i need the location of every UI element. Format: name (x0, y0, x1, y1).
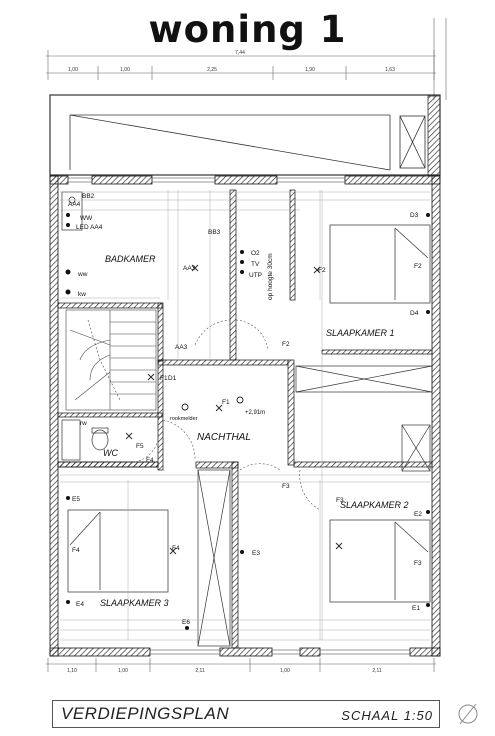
label-aa4: AA4 (68, 201, 81, 208)
label-f2b: F2 (282, 341, 290, 348)
label-aa3a: AA3 (183, 265, 196, 272)
dim-bottom-1: 1,00 (118, 668, 128, 674)
label-aa3b: AA3 (175, 344, 188, 351)
label-e2: E2 (414, 511, 422, 518)
dim-top-1: 1,00 (120, 67, 130, 73)
label-rookmelder: rookmelder (170, 416, 198, 422)
label-f4a: F4 (172, 545, 180, 552)
label-rw: rw (80, 420, 87, 427)
bottom-dimension-lines (46, 658, 436, 672)
dim-bottom-0: 1,10 (67, 668, 77, 674)
label-led-aa4: LED AA4 (76, 224, 103, 231)
dim-top-2: 2,25 (207, 67, 217, 73)
roof-terrace (49, 94, 441, 177)
dim-top-3: 1,90 (305, 67, 315, 73)
label-f1a: F1 (160, 375, 168, 382)
label-kw: kw (78, 291, 86, 298)
label-e3: E3 (252, 550, 260, 557)
label-bb3: BB3 (208, 229, 221, 236)
label-f2a: F2 (318, 267, 326, 274)
label-f2c: F2 (414, 263, 422, 270)
label-height: +2,91m (245, 410, 265, 416)
label-e5: E5 (72, 496, 80, 503)
room-slaapkamer-2: SLAAPKAMER 2 (340, 500, 409, 510)
label-f3c: F3 (414, 560, 422, 567)
label-ww1: WW (80, 215, 93, 222)
label-e1: E1 (412, 605, 420, 612)
top-dimension-lines (46, 18, 447, 100)
room-nachthal: NACHTHAL (197, 432, 251, 443)
label-tv: TV (251, 261, 260, 268)
label-d4: D4 (410, 310, 419, 317)
label-d1: D1 (168, 375, 177, 382)
label-d3: D3 (410, 212, 419, 219)
plan-name: VERDIEPINGSPLAN (61, 704, 230, 723)
room-wc: WC (103, 448, 118, 458)
dim-bottom-2: 2,11 (195, 668, 205, 674)
label-f4c: F4 (146, 457, 154, 464)
dim-bottom-3: 1,00 (280, 668, 290, 674)
page-title: woning 1 (148, 8, 347, 51)
label-op-hoogte: op hoogte 30cm (267, 253, 274, 300)
label-f5: F5 (136, 443, 144, 450)
label-f1b: F1 (222, 399, 230, 406)
dim-top-4: 1,63 (385, 67, 395, 73)
label-e4: E4 (76, 601, 84, 608)
room-badkamer: BADKAMER (105, 254, 156, 264)
title-block: VERDIEPINGSPLAN SCHAAL 1:50 (52, 700, 440, 728)
label-bb2: BB2 (82, 193, 95, 200)
interior-walls (57, 189, 433, 649)
interior-dimension-lines (60, 190, 430, 641)
room-slaapkamer-1: SLAAPKAMER 1 (326, 328, 395, 338)
dim-top-total: 7,44 (235, 50, 245, 56)
sockets (65, 213, 430, 630)
dim-bottom-4: 2,11 (372, 668, 382, 674)
plan-scale: SCHAAL 1:50 (341, 708, 433, 723)
label-o2: O2 (251, 250, 260, 257)
label-utp: UTP (249, 272, 262, 279)
north-arrow-icon (458, 703, 478, 725)
label-f4b: F4 (72, 547, 80, 554)
label-f3a: F3 (282, 483, 290, 490)
window-openings (68, 177, 410, 655)
door-swings (134, 319, 321, 511)
wardrobes (197, 365, 433, 647)
label-e6: E6 (182, 619, 190, 626)
beds (67, 224, 431, 603)
room-slaapkamer-3: SLAAPKAMER 3 (100, 598, 169, 608)
dim-top-0: 1,00 (68, 67, 78, 73)
label-ww2: ww (77, 271, 88, 278)
label-f3b: F3 (336, 497, 344, 504)
outer-walls (49, 175, 441, 657)
staircase (65, 309, 157, 411)
light-points (125, 264, 343, 555)
